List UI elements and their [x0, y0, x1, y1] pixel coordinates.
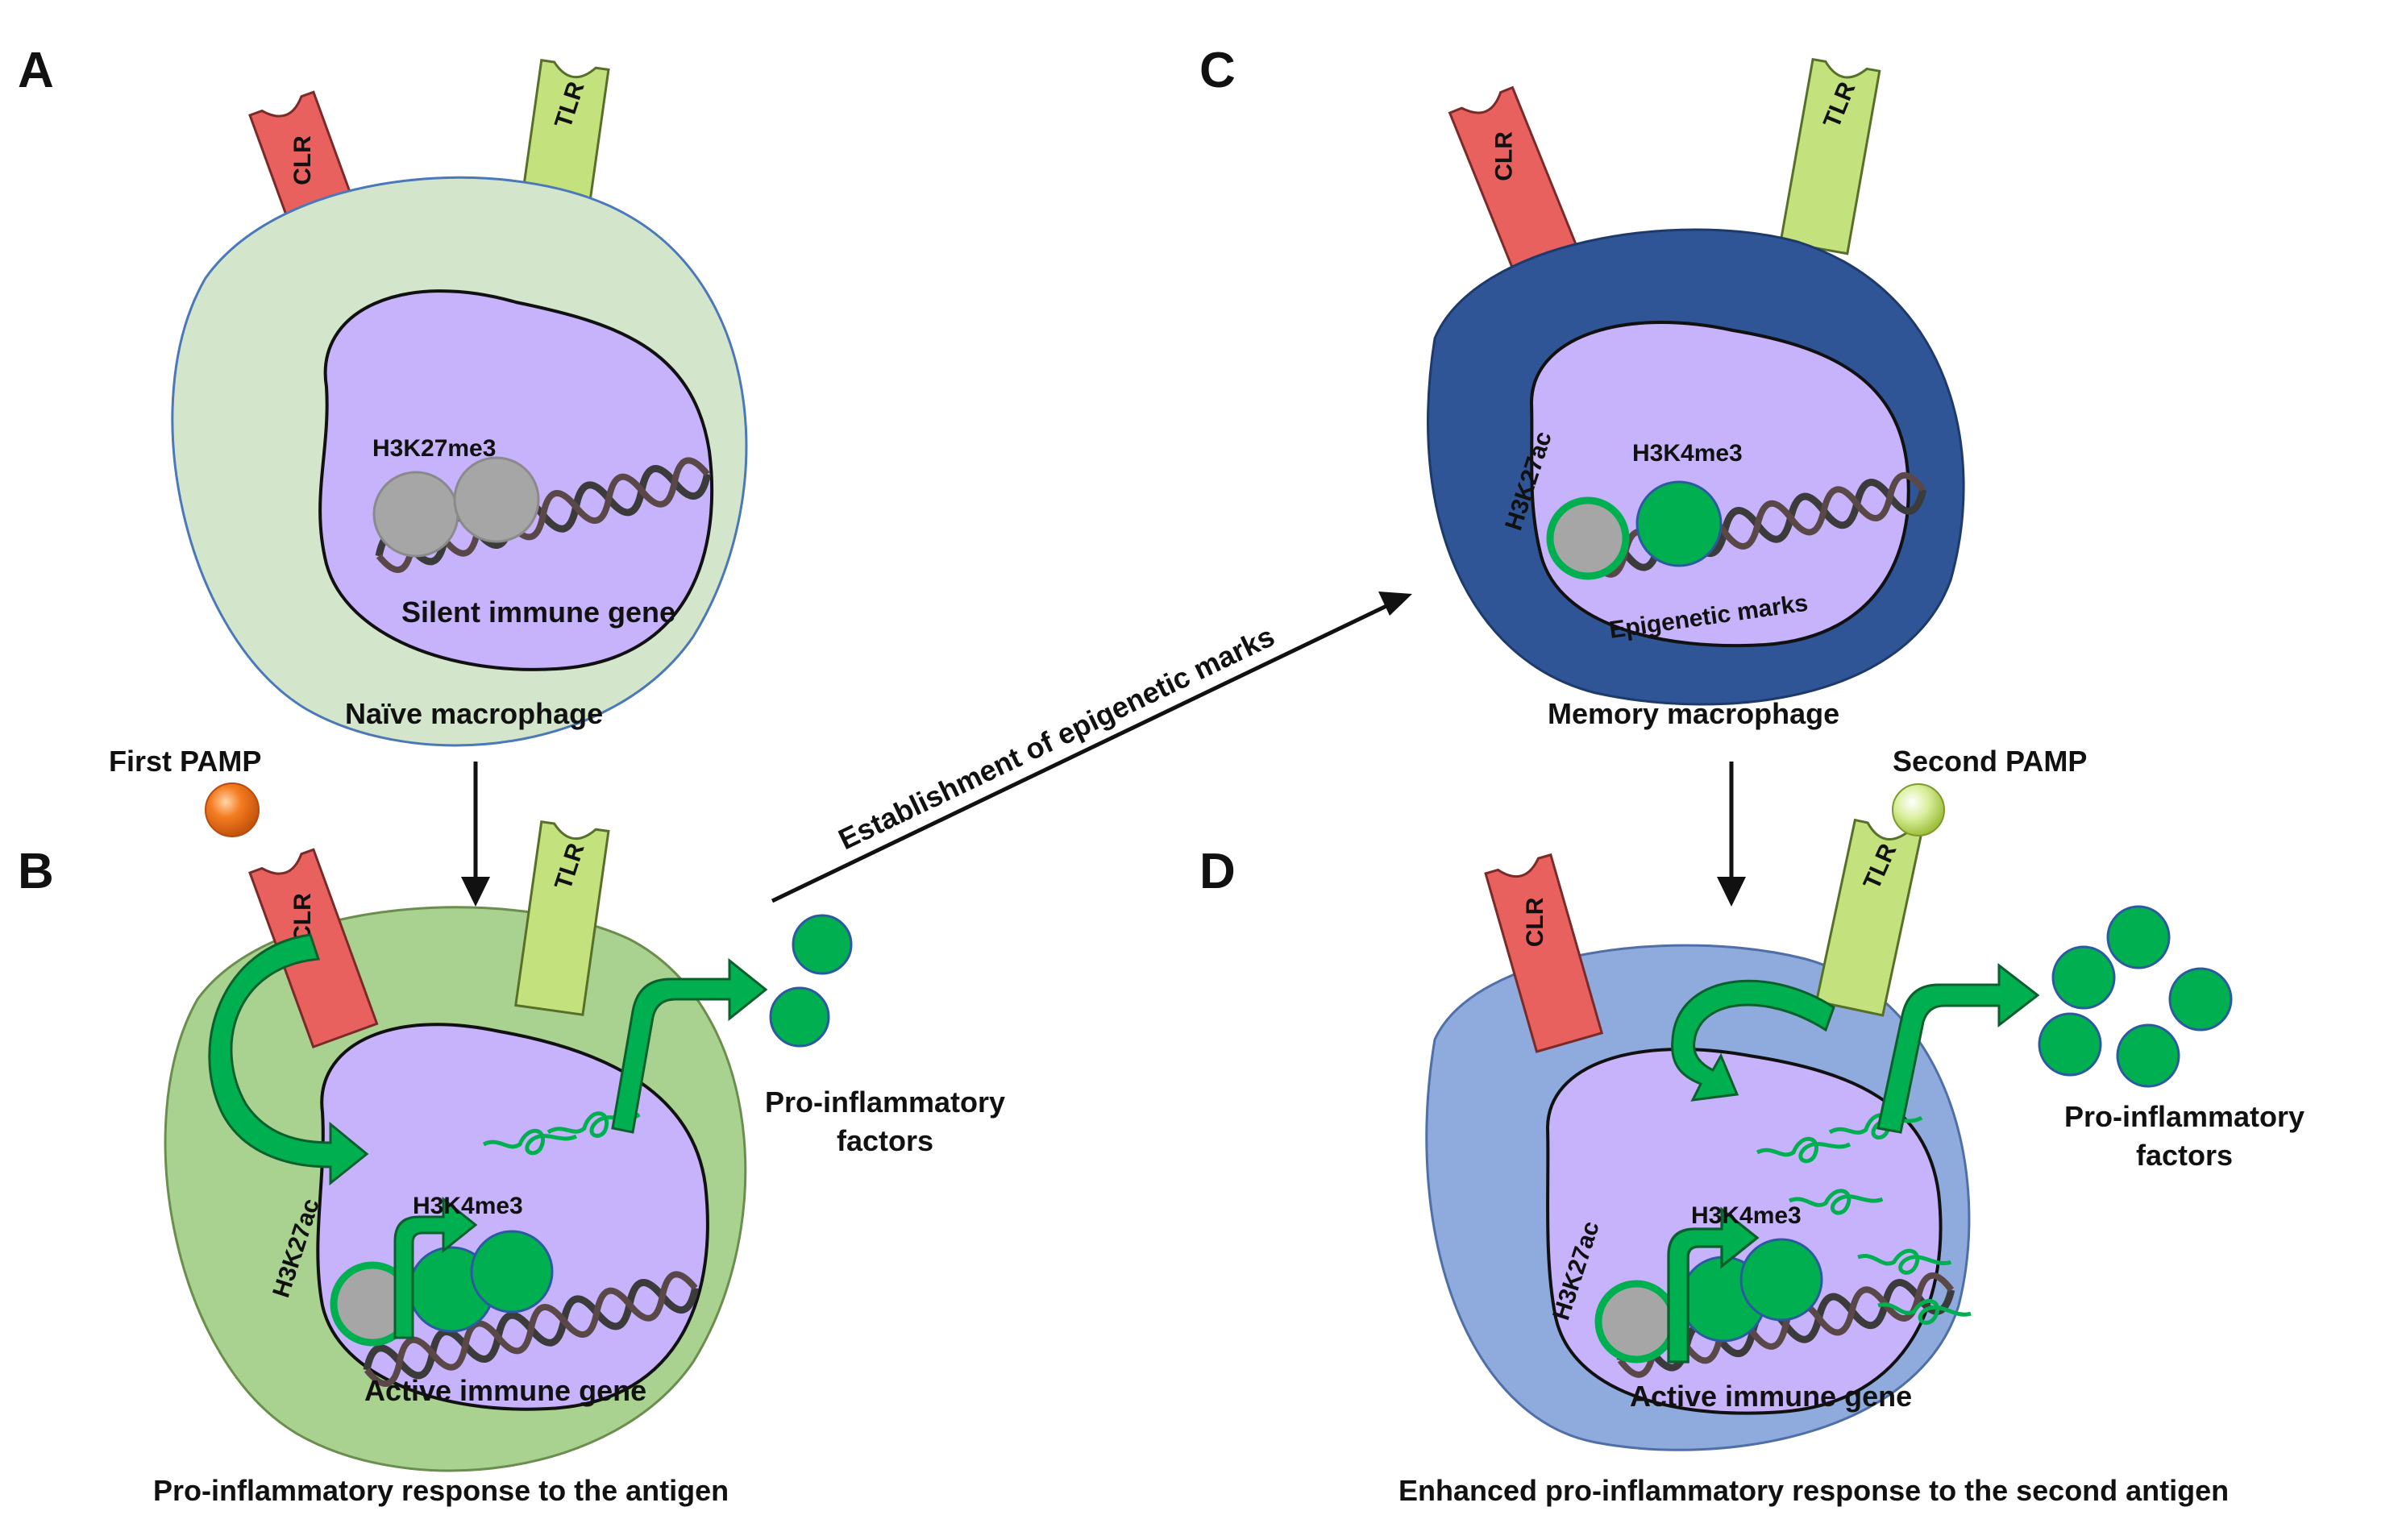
memory-macrophage-label: Memory macrophage [1548, 697, 1839, 730]
factors-label-b-line1: Pro-inflammatory [765, 1085, 1005, 1119]
factor-d-2 [2051, 945, 2116, 1010]
factor-d-5 [2116, 1023, 2180, 1088]
tlr-receptor-c: TLR [1779, 58, 1881, 255]
tlr-receptor-a: TLR [514, 59, 610, 255]
factor-d-4 [2038, 1012, 2102, 1077]
panel-a: A CLR TLR H3K27me3 Silent immune gene Na… [18, 43, 748, 747]
establishment-label: Establishment of epigenetic marks [833, 619, 1280, 856]
histone-d-acetylated [1594, 1280, 1678, 1364]
h3k4me3-label-c: H3K4me3 [1632, 440, 1743, 467]
h3k4me3-label-d: H3K4me3 [1691, 1202, 1802, 1229]
secretion-arrow-d [1876, 962, 2040, 1134]
signal-arrow-b [208, 933, 369, 1186]
panel-letter-c: C [1199, 43, 1236, 98]
panel-letter-a: A [18, 43, 54, 98]
histone-d-2 [1739, 1238, 1823, 1322]
clr-receptor-a: CLR [248, 90, 379, 291]
arrow-c-to-d [1717, 762, 1746, 907]
factor-d-3 [2168, 967, 2233, 1032]
clr-receptor-d: CLR [1484, 853, 1603, 1053]
histone-b-2 [470, 1230, 554, 1314]
second-pamp-ball [1892, 783, 1945, 836]
panel-c: C CLR TLR H3K27ac H3K4me3 Epigenetic mar… [1199, 43, 1965, 730]
tlr-receptor-d: TLR [1815, 819, 1923, 1017]
nucleus-c [1529, 321, 1910, 648]
panel-letter-d: D [1199, 844, 1236, 899]
arrow-a-to-b [461, 762, 490, 907]
nucleus-b [316, 1023, 709, 1411]
clr-receptor-b: CLR [248, 848, 379, 1048]
signal-arrow-d [1671, 979, 1835, 1102]
clr-label-d: CLR [1522, 897, 1548, 947]
h3k4me3-label-b: H3K4me3 [413, 1193, 523, 1219]
secretion-arrow-b [611, 957, 768, 1134]
naive-macrophage-label: Naïve macrophage [345, 697, 603, 730]
factor-d-1 [2106, 905, 2171, 969]
factors-label-d-line1: Pro-inflammatory [2064, 1100, 2304, 1133]
h3k27me3-label: H3K27me3 [372, 435, 496, 462]
caption-b: Pro-inflammatory response to the antigen [153, 1474, 729, 1507]
first-pamp-label: First PAMP [109, 745, 261, 778]
second-pamp-label: Second PAMP [1893, 745, 2087, 778]
establishment-arrow: Establishment of epigenetic marks [771, 592, 1412, 903]
tlr-receptor-b: TLR [514, 820, 610, 1016]
factors-label-d-line2: factors [2136, 1139, 2233, 1172]
clr-label-c: CLR [1491, 131, 1518, 181]
histone-a-2 [453, 456, 540, 543]
active-gene-label-d: Active immune gene [1630, 1380, 1912, 1413]
panel-b: B First PAMP CLR TLR H3K27ac H3K4me3 Act… [18, 745, 1005, 1507]
active-gene-label-b: Active immune gene [364, 1374, 646, 1407]
caption-d: Enhanced pro-inflammatory response to th… [1398, 1474, 2229, 1507]
factors-label-b-line2: factors [837, 1124, 933, 1157]
clr-label-a: CLR [289, 135, 316, 185]
clr-label-b: CLR [289, 893, 316, 943]
panel-letter-b: B [18, 844, 54, 899]
histone-a-1 [372, 471, 459, 558]
factor-b-2 [769, 986, 830, 1048]
first-pamp-ball [205, 782, 260, 837]
histone-c-acetylated [1546, 496, 1630, 580]
histone-c-1 [1635, 480, 1723, 567]
silent-gene-label: Silent immune gene [401, 596, 675, 629]
clr-receptor-c: CLR [1448, 86, 1584, 286]
factor-b-1 [792, 914, 853, 975]
panel-d: D Second PAMP CLR TLR H3K27ac H3K4m [1199, 745, 2304, 1507]
